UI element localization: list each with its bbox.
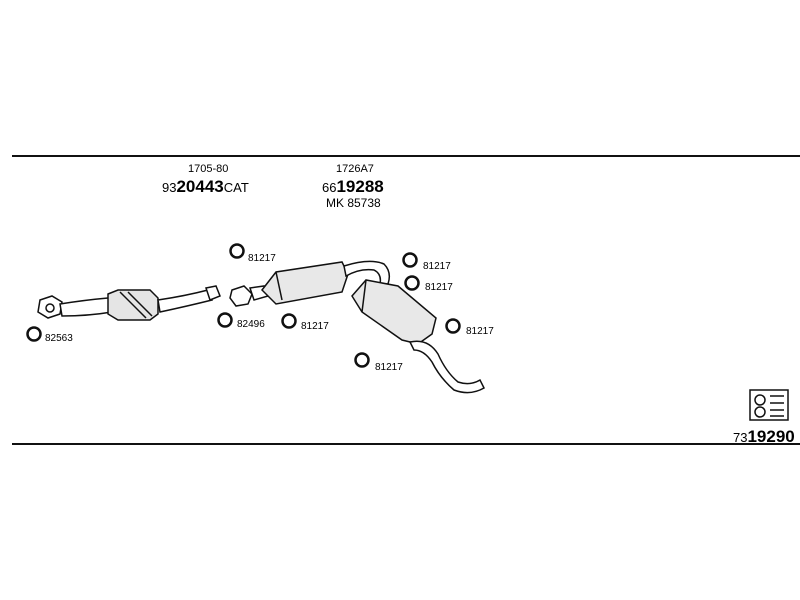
rear-silencer <box>351 279 485 394</box>
gasket-ring-icon <box>402 252 418 268</box>
right-part-code: 1726A7 <box>336 163 374 175</box>
footer-kit-number: 7319290 <box>733 427 795 446</box>
joint-clamp <box>229 285 270 307</box>
gasket-ring-icon <box>404 275 420 291</box>
callout-rear-2-label: 81217 <box>425 282 453 293</box>
left-part-number-suffix: CAT <box>224 180 249 195</box>
callout-rear-3-label: 81217 <box>466 326 494 337</box>
callout-rear-3: 81217 <box>445 318 494 337</box>
callout-mid-top: 81217 <box>229 243 276 264</box>
callout-mid-bottom: 82496 <box>217 312 265 330</box>
front-pipe-with-catalyst <box>37 285 221 321</box>
left-part-number-main: 20443 <box>176 177 223 196</box>
callout-center-label: 81217 <box>301 321 329 332</box>
footer-number-main: 19290 <box>747 427 794 446</box>
gasket-ring-icon <box>354 352 370 368</box>
callout-front-label: 82563 <box>45 333 73 344</box>
gasket-ring-icon <box>229 243 245 259</box>
gasket-ring-icon <box>445 318 461 334</box>
callout-rear-2: 81217 <box>404 275 453 293</box>
left-part-number-prefix: 93 <box>162 180 176 195</box>
callout-rear-1: 81217 <box>402 252 451 272</box>
callout-front: 82563 <box>26 326 73 344</box>
right-part-number-prefix: 66 <box>322 180 336 195</box>
kit-box-icon <box>749 389 789 421</box>
right-part-alt-number: MK 85738 <box>326 196 381 210</box>
gasket-ring-icon <box>217 312 233 328</box>
callout-rear-4: 81217 <box>354 352 403 373</box>
callout-rear-1-label: 81217 <box>423 261 451 272</box>
middle-silencer <box>261 260 391 305</box>
footer-number-prefix: 73 <box>733 430 747 445</box>
gasket-ring-icon <box>281 313 297 329</box>
callout-mid-bottom-label: 82496 <box>237 319 265 330</box>
right-part-number: 6619288 <box>322 177 384 196</box>
gasket-ring-icon <box>26 326 42 342</box>
left-part-number: 9320443CAT <box>162 177 249 196</box>
callout-rear-4-label: 81217 <box>375 362 403 373</box>
callout-mid-top-label: 81217 <box>248 253 276 264</box>
left-part-code: 1705-80 <box>188 163 228 175</box>
callout-center: 81217 <box>281 313 329 332</box>
right-part-number-main: 19288 <box>336 177 383 196</box>
